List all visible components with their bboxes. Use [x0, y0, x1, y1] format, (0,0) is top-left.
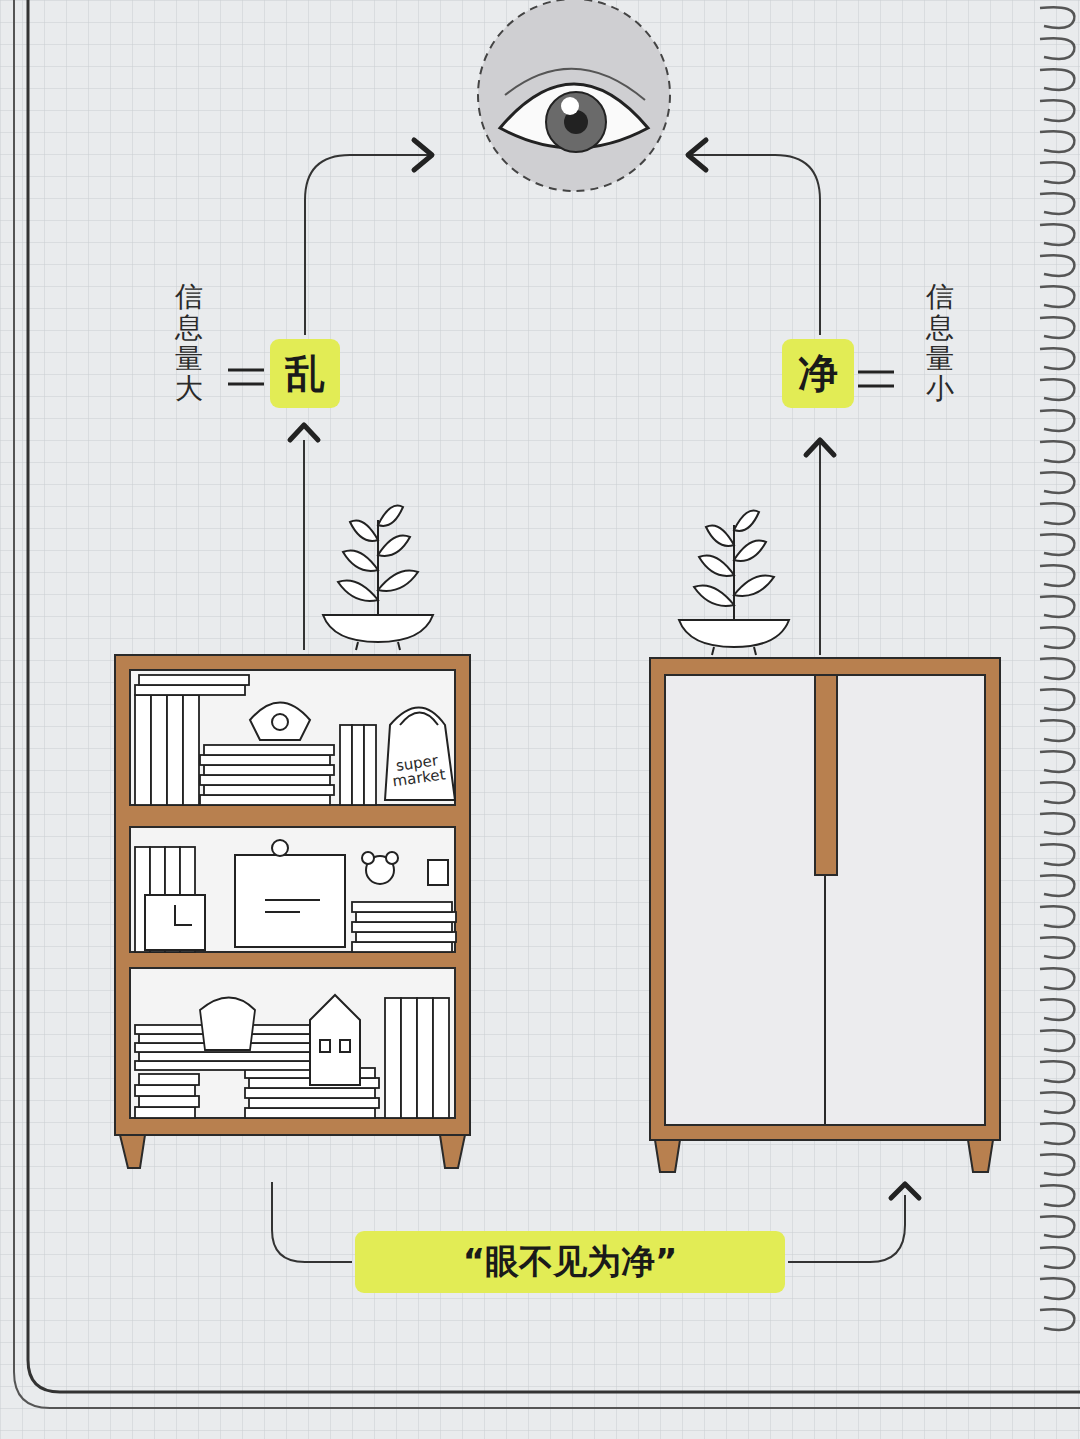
keyword-box: 乱 [270, 339, 340, 408]
spiral-ring [1040, 627, 1074, 648]
spiral-ring [1040, 999, 1074, 1020]
spiral-ring [1040, 286, 1074, 307]
spiral-ring [1040, 565, 1074, 586]
spiral-ring [1040, 162, 1074, 183]
spiral-ring [1040, 503, 1074, 524]
spiral-ring [1040, 782, 1074, 803]
spiral-ring [1040, 1030, 1074, 1051]
keyword-box: 净 [782, 339, 854, 408]
side-note: 信息量小 [926, 282, 954, 405]
spiral-ring [1040, 906, 1074, 927]
spiral-ring [1040, 348, 1074, 369]
spiral-ring [1040, 1123, 1074, 1144]
spiral-ring [1040, 875, 1074, 896]
spiral-ring [1040, 131, 1074, 152]
spiral-ring [1040, 441, 1074, 462]
spiral-ring [1040, 1278, 1074, 1299]
spiral-ring [1040, 1154, 1074, 1175]
spiral-ring [1040, 1061, 1074, 1082]
spiral-ring [1040, 968, 1074, 989]
spiral-ring [1040, 1216, 1074, 1237]
caption-box: “眼不见为净” [355, 1231, 785, 1293]
bag-print: super market [385, 752, 451, 790]
spiral-ring [1040, 1247, 1074, 1268]
spiral-ring [1040, 69, 1074, 90]
spiral-ring [1040, 224, 1074, 245]
spiral-ring [1040, 596, 1074, 617]
spiral-ring [1040, 255, 1074, 276]
spiral-ring [1040, 534, 1074, 555]
spiral-ring [1040, 7, 1074, 28]
spiral-ring [1040, 1309, 1074, 1330]
spiral-ring [1040, 317, 1074, 338]
side-note: 信息量大 [175, 282, 203, 405]
spiral-ring [1040, 410, 1074, 431]
spiral-ring [1040, 379, 1074, 400]
spiral-ring [1040, 720, 1074, 741]
spiral-ring [1040, 193, 1074, 214]
spiral-ring [1040, 658, 1074, 679]
spiral-ring [1040, 38, 1074, 59]
spiral-ring [1040, 472, 1074, 493]
spiral-ring [1040, 813, 1074, 834]
spiral-ring [1040, 100, 1074, 121]
spiral-ring [1040, 689, 1074, 710]
node-text: “眼不见为净” [463, 1239, 678, 1285]
spiral-ring [1040, 751, 1074, 772]
spiral-ring [1040, 937, 1074, 958]
spiral-ring [1040, 844, 1074, 865]
node-text: 乱 [285, 346, 325, 401]
spiral-ring [1040, 1092, 1074, 1113]
spiral-ring [1040, 1185, 1074, 1206]
node-text: 净 [798, 346, 838, 401]
